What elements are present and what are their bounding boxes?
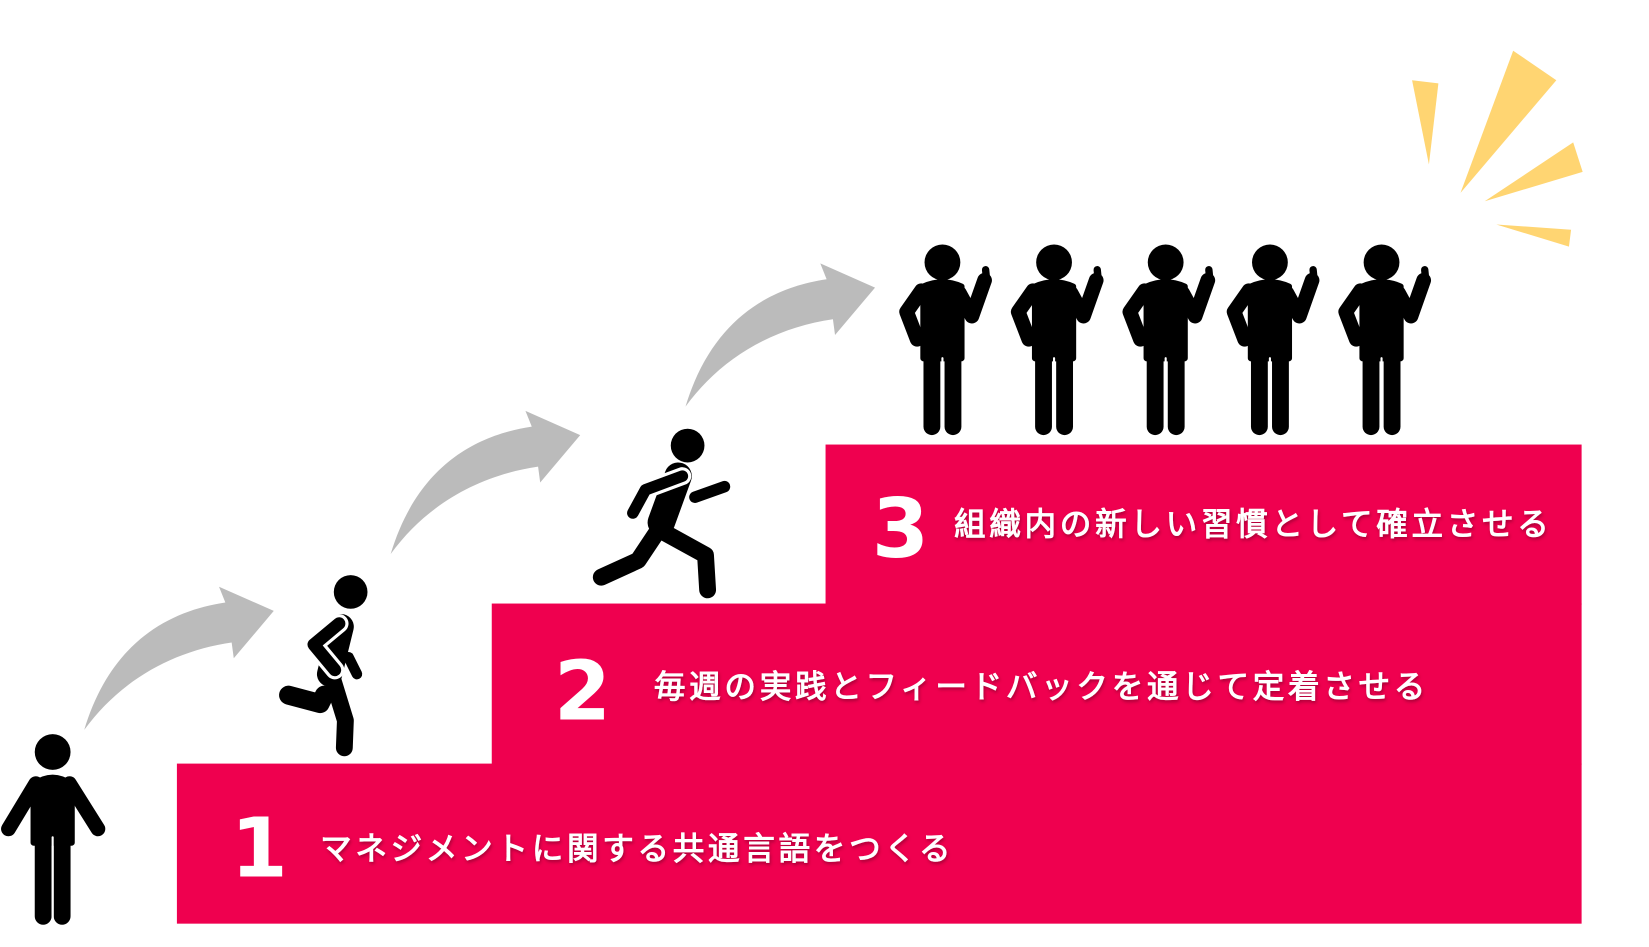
step-3-number: 3 xyxy=(872,482,929,577)
step-1-number: 1 xyxy=(231,801,288,896)
step-2-label: 毎週の実践とフィードバックを通じて定着させる xyxy=(654,669,1429,705)
sparkle-icon xyxy=(1412,50,1583,247)
step-3-block xyxy=(825,444,1582,605)
curved-arrow-icon xyxy=(685,263,876,407)
step-2-block xyxy=(491,603,1582,765)
running-person-icon xyxy=(592,428,731,599)
step-2-number: 2 xyxy=(554,644,611,739)
thumbs-up-person-icon xyxy=(1130,244,1210,434)
running-person-icon xyxy=(279,575,368,757)
standing-person-icon xyxy=(1,734,106,926)
thumbs-up-person-icon xyxy=(1346,244,1426,434)
curved-arrow-icon xyxy=(84,586,274,730)
thumbs-up-person-icon xyxy=(907,244,987,434)
step-1-block xyxy=(176,763,1582,924)
thumbs-up-person-icon xyxy=(1234,244,1314,434)
step-3-label: 組織内の新しい習慣として確立させる xyxy=(954,506,1553,543)
thumbs-up-person-icon xyxy=(1018,244,1098,434)
curved-arrow-icon xyxy=(390,410,581,555)
step-1-label: マネジメントに関する共通言語をつくる xyxy=(320,830,954,867)
